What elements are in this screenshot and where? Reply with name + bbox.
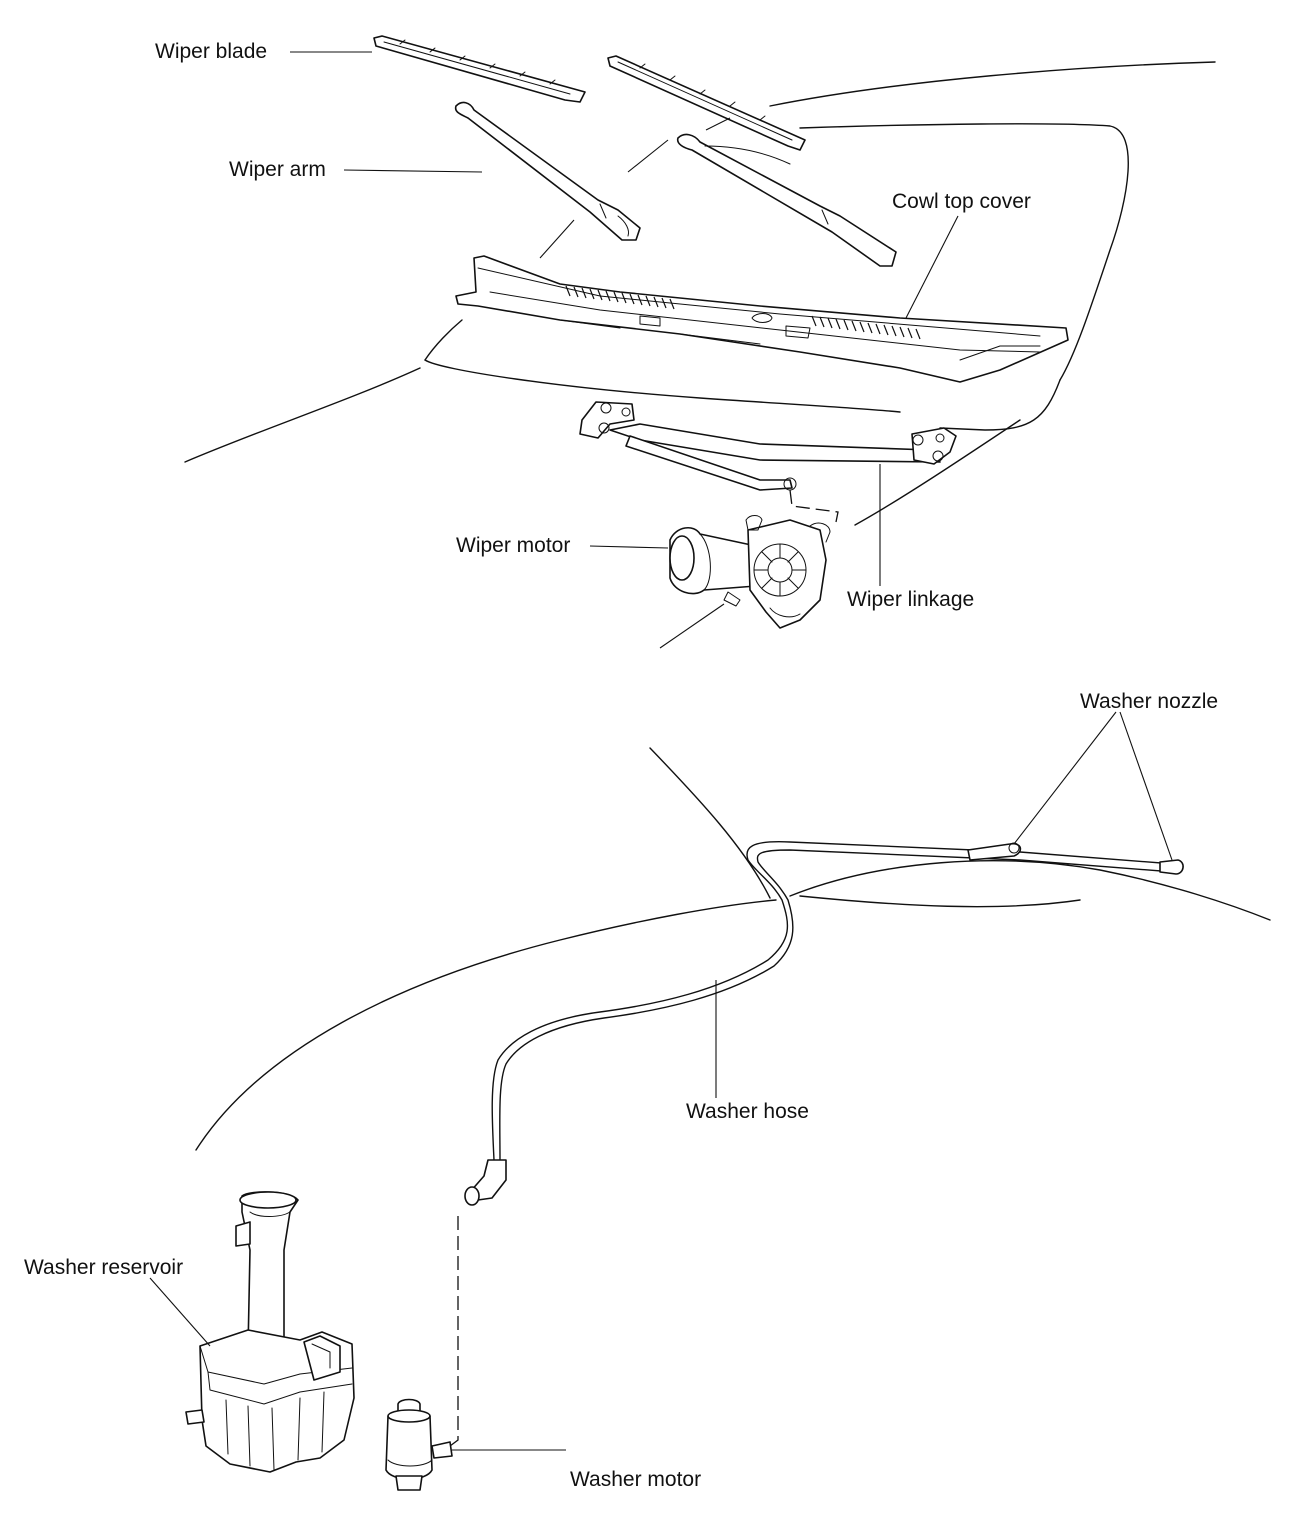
label-wiper-arm: Wiper arm [229,158,326,181]
label-washer-motor: Washer motor [570,1468,701,1491]
wiper-blade-right [607,55,806,151]
washer-reservoir [185,1191,355,1473]
arm-guide-right [627,139,669,173]
leader-wiper-arm [343,169,483,173]
washer-nozzle-left [967,842,1022,861]
washer-nozzle-right [1159,859,1184,875]
leader-wiper-motor [589,545,669,549]
label-wiper-motor: Wiper motor [456,534,570,557]
leader-washer-nozzle-right [1119,711,1173,861]
label-wiper-linkage: Wiper linkage [847,588,974,611]
washer-motor [385,1398,453,1491]
leader-washer-nozzle-left [1013,711,1117,845]
hose-connector [464,1159,507,1206]
label-washer-nozzle: Washer nozzle [1080,690,1218,713]
blade-guide [705,117,731,131]
motor-mount-guide [659,603,725,649]
body-outline-bottom [195,747,1271,1151]
wiper-linkage [579,401,957,523]
wiper-blade-left [373,35,586,103]
arm-guide-left [539,219,575,259]
label-washer-reservoir: Washer reservoir [24,1256,183,1279]
label-cowl-top-cover: Cowl top cover [892,190,1031,213]
body-outline-top [184,61,1216,526]
leader-cowl-top-cover [905,215,959,319]
label-washer-hose: Washer hose [686,1100,809,1123]
label-wiper-blade: Wiper blade [155,40,267,63]
hose-dashed-connection [449,1216,459,1447]
washer-hose [491,841,1175,1161]
leader-washer-reservoir [149,1277,211,1347]
wiper-arm-left [454,101,641,241]
cowl-top-cover [455,255,1069,383]
wiper-motor [669,515,831,629]
wiper-arm-right [676,133,897,267]
